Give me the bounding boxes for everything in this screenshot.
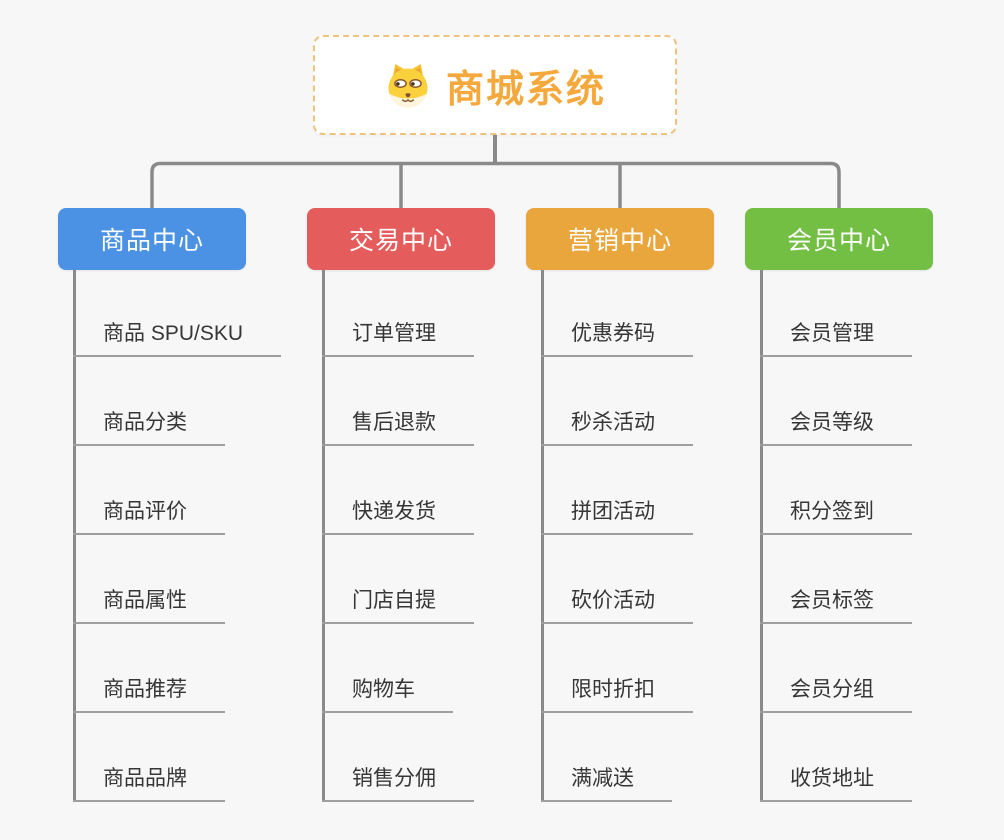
leaf-node[interactable]: 商品分类 [73, 410, 225, 446]
leaf-node[interactable]: 售后退款 [322, 410, 474, 446]
leaf-node[interactable]: 限时折扣 [541, 677, 693, 713]
leaf-node[interactable]: 积分签到 [760, 499, 912, 535]
branch-trunk-trade: 订单管理 售后退款 快递发货 门店自提 购物车 销售分佣 [322, 270, 474, 802]
branch-node-member-center[interactable]: 会员中心 [745, 208, 933, 270]
branch-trunk-product: 商品 SPU/SKU 商品分类 商品评价 商品属性 商品推荐 商品品牌 [73, 270, 282, 802]
leaf-node[interactable]: 购物车 [322, 677, 453, 713]
leaf-node[interactable]: 拼团活动 [541, 499, 693, 535]
dog-face-icon [388, 64, 428, 108]
leaf-node[interactable]: 商品品牌 [73, 766, 225, 802]
branch-node-marketing-center[interactable]: 营销中心 [526, 208, 714, 270]
leaf-node[interactable]: 商品属性 [73, 588, 225, 624]
leaf-node[interactable]: 门店自提 [322, 588, 474, 624]
leaf-node[interactable]: 商品 SPU/SKU [73, 321, 282, 357]
root-node-mall-system[interactable]: 商城系统 [313, 35, 677, 135]
branch-trunk-marketing: 优惠券码 秒杀活动 拼团活动 砍价活动 限时折扣 满减送 [541, 270, 693, 802]
leaf-node[interactable]: 商品评价 [73, 499, 225, 535]
leaf-node[interactable]: 商品推荐 [73, 677, 225, 713]
leaf-node[interactable]: 会员标签 [760, 588, 912, 624]
leaf-node[interactable]: 会员管理 [760, 321, 912, 357]
branch-node-trade-center[interactable]: 交易中心 [307, 208, 495, 270]
leaf-node[interactable]: 收货地址 [760, 766, 912, 802]
leaf-node[interactable]: 快递发货 [322, 499, 474, 535]
leaf-node[interactable]: 优惠券码 [541, 321, 693, 357]
leaf-node[interactable]: 订单管理 [322, 321, 474, 357]
leaf-node[interactable]: 秒杀活动 [541, 410, 693, 446]
leaf-node[interactable]: 销售分佣 [322, 766, 474, 802]
leaf-node[interactable]: 会员分组 [760, 677, 912, 713]
branch-node-product-center[interactable]: 商品中心 [58, 208, 246, 270]
branch-trunk-member: 会员管理 会员等级 积分签到 会员标签 会员分组 收货地址 [760, 270, 912, 802]
leaf-node[interactable]: 满减送 [541, 766, 672, 802]
leaf-node[interactable]: 砍价活动 [541, 588, 693, 624]
root-title: 商城系统 [445, 68, 606, 111]
leaf-node[interactable]: 会员等级 [760, 410, 912, 446]
